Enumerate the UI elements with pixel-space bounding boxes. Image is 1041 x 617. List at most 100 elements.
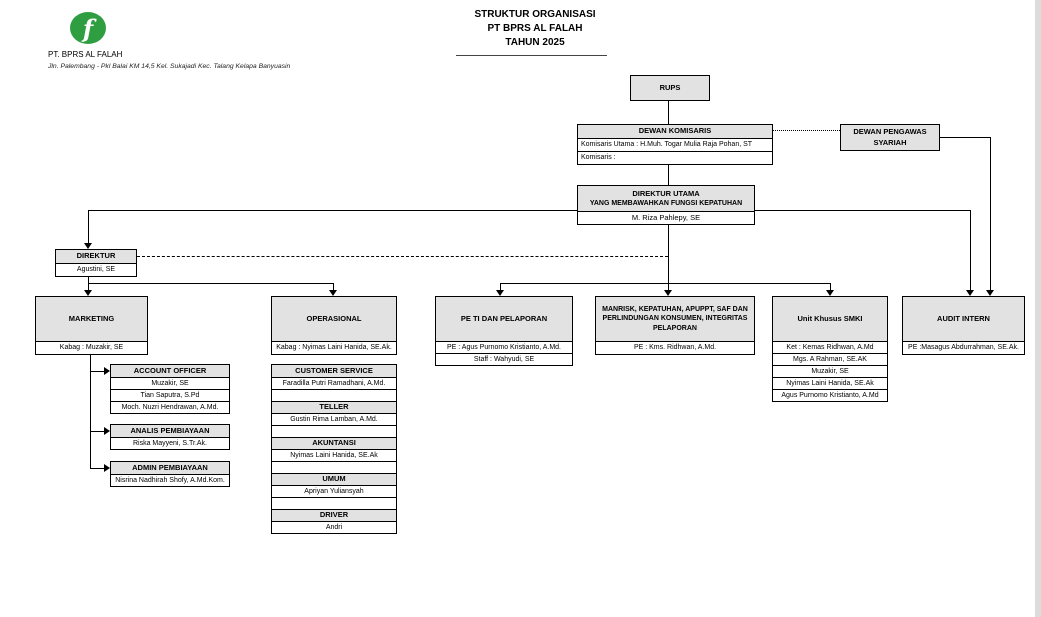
unit-khusus-smki-row: Nyimas Laini Hanida, SE.Ak xyxy=(773,377,887,389)
marketing-title: MARKETING xyxy=(36,297,147,341)
arrow-down-icon xyxy=(826,290,834,296)
company-logo-icon: f xyxy=(70,12,106,44)
connector-line xyxy=(830,283,831,290)
company-address: Jln. Palembang - Pkl Balai KM 14,5 Kel. … xyxy=(48,63,291,70)
direktur-utama-subtitle: YANG MEMBAWAHKAN FUNGSI KEPATUHAN xyxy=(589,199,743,207)
manrisk-row: PE : Kms. Ridhwan, A.Md. xyxy=(596,341,754,354)
umum-title: UMUM xyxy=(272,473,396,485)
connector-line xyxy=(970,210,971,290)
analis-pembiayaan-member: Riska Mayyeni, S.Tr.Ak. xyxy=(111,437,229,449)
admin-pembiayaan-title: ADMIN PEMBIAYAAN xyxy=(111,462,229,474)
connector-line xyxy=(90,371,104,372)
connector-line xyxy=(88,275,89,283)
analis-pembiayaan-title: ANALIS PEMBIAYAAN xyxy=(111,425,229,437)
dewan-komisaris-title: DEWAN KOMISARIS xyxy=(578,125,772,138)
chart-title-line2: PT BPRS AL FALAH xyxy=(487,23,583,34)
arrow-down-icon xyxy=(986,290,994,296)
customer-service-member: Faradilla Putri Ramadhani, A.Md. xyxy=(272,377,396,389)
audit-intern-row: PE :Masagus Abdurrahman, SE.Ak. xyxy=(903,341,1024,354)
account-officer-member: Tian Saputra, S.Pd xyxy=(111,389,229,401)
spacer-row xyxy=(272,389,396,401)
chart-title-line3: TAHUN 2025 xyxy=(505,37,565,48)
connector-line xyxy=(90,468,104,469)
direktur-name: Agustini, SE xyxy=(56,263,136,276)
account-officer-member: Moch. Nuzri Hendrawan, A.Md. xyxy=(111,401,229,413)
arrow-down-icon xyxy=(496,290,504,296)
spacer-row xyxy=(272,461,396,473)
arrow-right-icon xyxy=(104,427,110,435)
pe-ti-pelaporan-row: PE : Agus Purnomo Kristianto, A.Md. xyxy=(436,341,572,353)
connector-line xyxy=(668,283,669,290)
arrow-down-icon xyxy=(84,290,92,296)
dewan-komisaris-box: DEWAN KOMISARIS Komisaris Utama : H.Muh.… xyxy=(577,124,773,165)
customer-service-title: CUSTOMER SERVICE xyxy=(272,365,396,377)
arrow-right-icon xyxy=(104,367,110,375)
connector-dashed-line xyxy=(137,256,668,257)
dewan-pengawas-syariah-box: DEWAN PENGAWAS SYARIAH xyxy=(840,124,940,151)
connector-line xyxy=(668,223,669,283)
arrow-down-icon xyxy=(84,243,92,249)
connector-line xyxy=(990,137,991,290)
unit-khusus-smki-row: Muzakir, SE xyxy=(773,365,887,377)
arrow-down-icon xyxy=(966,290,974,296)
connector-line xyxy=(668,101,669,124)
analis-pembiayaan-box: ANALIS PEMBIAYAAN Riska Mayyeni, S.Tr.Ak… xyxy=(110,424,230,450)
unit-khusus-smki-row: Mgs. A Rahman, SE.AK xyxy=(773,353,887,365)
admin-pembiayaan-member: Nisrina Nadhirah Shofy, A.Md.Kom. xyxy=(111,474,229,486)
title-underline xyxy=(456,55,607,56)
audit-intern-box: AUDIT INTERN PE :Masagus Abdurrahman, SE… xyxy=(902,296,1025,355)
connector-line xyxy=(88,210,577,211)
unit-khusus-smki-title: Unit Khusus SMKI xyxy=(773,297,887,341)
unit-khusus-smki-row: Agus Purnomo Kristianto, A.Md xyxy=(773,389,887,401)
operasional-title: OPERASIONAL xyxy=(272,297,396,341)
manrisk-title: MANRISK, KEPATUHAN, APUPPT, SAF DAN PERL… xyxy=(596,297,754,341)
connector-line xyxy=(333,283,334,290)
account-officer-box: ACCOUNT OFFICER Muzakir, SE Tian Saputra… xyxy=(110,364,230,414)
pe-ti-pelaporan-box: PE TI DAN PELAPORAN PE : Agus Purnomo Kr… xyxy=(435,296,573,366)
rups-box: RUPS xyxy=(630,75,710,101)
connector-dotted-line xyxy=(773,130,840,131)
connector-line xyxy=(88,283,89,290)
connector-line xyxy=(755,210,970,211)
direktur-title: DIREKTUR xyxy=(56,250,136,263)
unit-khusus-smki-row: Ket : Kemas Ridhwan, A.Md xyxy=(773,341,887,353)
teller-title: TELLER xyxy=(272,401,396,413)
marketing-kabag: Kabag : Muzakir, SE xyxy=(36,341,147,354)
driver-member: Andri xyxy=(272,521,396,533)
marketing-box: MARKETING Kabag : Muzakir, SE xyxy=(35,296,148,355)
connector-line xyxy=(90,431,104,432)
teller-member: Gustin Rima Lamban, A.Md. xyxy=(272,413,396,425)
dewan-komisaris-row: Komisaris Utama : H.Muh. Togar Mulia Raj… xyxy=(578,138,772,151)
arrow-down-icon xyxy=(664,290,672,296)
manrisk-box: MANRISK, KEPATUHAN, APUPPT, SAF DAN PERL… xyxy=(595,296,755,355)
arrow-down-icon xyxy=(329,290,337,296)
umum-member: Apriyan Yuliansyah xyxy=(272,485,396,497)
connector-line xyxy=(90,353,91,468)
akuntansi-member: Nyimas Laini Hanida, SE.Ak xyxy=(272,449,396,461)
operasional-box: OPERASIONAL Kabag : Nyimas Laini Hanida,… xyxy=(271,296,397,355)
connector-line xyxy=(88,210,89,243)
spacer-row xyxy=(272,497,396,509)
page-edge xyxy=(1035,0,1041,617)
pe-ti-pelaporan-row: Staff : Wahyudi, SE xyxy=(436,353,572,365)
operasional-units-table: CUSTOMER SERVICE Faradilla Putri Ramadha… xyxy=(271,364,397,534)
account-officer-member: Muzakir, SE xyxy=(111,377,229,389)
company-name: PT. BPRS AL FALAH xyxy=(48,50,123,59)
connector-line xyxy=(500,283,501,290)
chart-title: STRUKTUR ORGANISASI PT BPRS AL FALAH TAH… xyxy=(420,8,650,50)
direktur-box: DIREKTUR Agustini, SE xyxy=(55,249,137,277)
dewan-komisaris-row: Komisaris : xyxy=(578,151,772,164)
chart-title-line1: STRUKTUR ORGANISASI xyxy=(474,9,596,20)
connector-line xyxy=(940,137,990,138)
driver-title: DRIVER xyxy=(272,509,396,521)
unit-khusus-smki-box: Unit Khusus SMKI Ket : Kemas Ridhwan, A.… xyxy=(772,296,888,402)
pe-ti-pelaporan-title: PE TI DAN PELAPORAN xyxy=(436,297,572,341)
operasional-kabag: Kabag : Nyimas Laini Hanida, SE.Ak. xyxy=(272,341,396,354)
spacer-row xyxy=(272,425,396,437)
admin-pembiayaan-box: ADMIN PEMBIAYAAN Nisrina Nadhirah Shofy,… xyxy=(110,461,230,487)
connector-line xyxy=(668,163,669,185)
connector-line xyxy=(500,283,830,284)
direktur-utama-title: DIREKTUR UTAMA xyxy=(632,188,700,198)
connector-line xyxy=(88,283,333,284)
